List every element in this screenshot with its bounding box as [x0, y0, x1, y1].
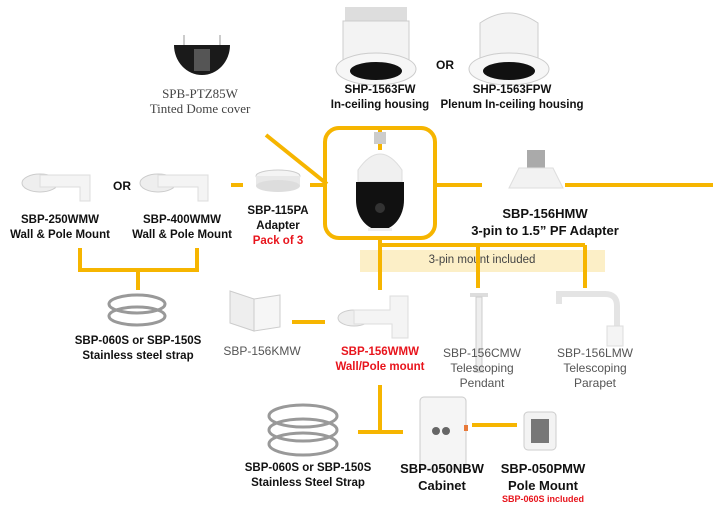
desc: In-ceiling housing — [330, 99, 430, 111]
connector-dome — [264, 133, 329, 186]
model: SBP-156HMW — [502, 206, 588, 221]
plenum-housing-image — [468, 12, 550, 86]
in-ceiling-housing-image — [335, 7, 417, 86]
desc2: Pendant — [459, 376, 505, 390]
label-pole-mount: SBP-050PMW Pole Mount SBP-060S included — [501, 460, 586, 505]
desc: Tinted Dome cover — [149, 101, 251, 116]
label-pf-adapter: SBP-156HMW 3-pin to 1.5” PF Adapter — [471, 205, 619, 239]
label-parapet: SBP-156LMW Telescoping Parapet — [557, 346, 633, 391]
model: SBP-156CMW — [442, 346, 522, 360]
corner-mount-image — [229, 290, 281, 332]
label-corner: SBP-156KMW — [223, 344, 300, 359]
parapet-image — [556, 291, 624, 347]
note: SBP-060S included — [501, 494, 585, 504]
dome-cover-image — [174, 35, 230, 75]
label-strap-top: SBP-060S or SBP-150S Stainless steel str… — [75, 334, 202, 364]
desc: Plenum In-ceiling housing — [440, 99, 584, 111]
wall-mount-250-image — [21, 173, 91, 202]
label-wall-156: SBP-156WMW Wall/Pole mount — [335, 345, 424, 375]
desc: Wall & Pole Mount — [10, 229, 110, 241]
model: SBP-156LMW — [556, 346, 634, 360]
ptz-camera-image — [356, 132, 404, 231]
model: SBP-050NBW — [400, 461, 484, 476]
wall-mount-156-image — [337, 295, 409, 339]
desc: Adapter — [256, 220, 300, 232]
label-adapter: SBP-115PA Adapter Pack of 3 — [247, 204, 308, 249]
model: SBP-156KMW — [223, 344, 301, 358]
model: SBP-156WMW — [341, 346, 419, 358]
model: SBP-050PMW — [500, 461, 586, 476]
three-pin-band — [360, 250, 605, 272]
model: SPB-PTZ85W — [162, 86, 238, 101]
label-dome-cover: SPB-PTZ85W Tinted Dome cover — [150, 86, 251, 116]
pf-adapter-image — [508, 150, 564, 189]
label-strap-bottom: SBP-060S or SBP-150S Stainless Steel Str… — [245, 461, 372, 491]
adapter-image — [255, 169, 301, 192]
wall-mount-400-image — [139, 173, 209, 202]
pendant-image — [470, 293, 488, 373]
desc1: Telescoping — [563, 361, 627, 375]
desc: Cabinet — [418, 478, 466, 493]
or-label-housing: OR — [436, 58, 454, 72]
or-label-wall: OR — [113, 179, 131, 193]
label-wall-250: SBP-250WMW Wall & Pole Mount — [10, 213, 110, 243]
connector-left-bracket — [78, 248, 199, 272]
desc: Stainless steel strap — [82, 350, 194, 362]
model: SHP-1563FPW — [472, 84, 552, 96]
desc1: Telescoping — [450, 361, 514, 375]
label-plenum: SHP-1563FPW Plenum In-ceiling housing — [440, 83, 583, 113]
model: SBP-115PA — [247, 205, 309, 217]
model: SHP-1563FW — [344, 84, 416, 96]
label-pendant: SBP-156CMW Telescoping Pendant — [443, 346, 521, 391]
model: SBP-060S or SBP-150S — [74, 335, 202, 347]
strap-bottom-image — [267, 403, 339, 457]
desc: Stainless Steel Strap — [251, 477, 365, 489]
label-in-ceiling: SHP-1563FW In-ceiling housing — [331, 83, 429, 113]
model: SBP-250WMW — [21, 214, 99, 226]
desc: Wall & Pole Mount — [132, 229, 232, 241]
desc2: Parapet — [573, 376, 617, 390]
label-wall-400: SBP-400WMW Wall & Pole Mount — [132, 213, 232, 243]
model: SBP-400WMW — [143, 214, 221, 226]
desc: 3-pin to 1.5” PF Adapter — [471, 223, 619, 238]
note: Pack of 3 — [252, 235, 304, 247]
strap-top-image — [107, 293, 167, 327]
cabinet-image — [419, 396, 468, 470]
three-pin-band-label: 3-pin mount included — [428, 254, 536, 266]
desc: Wall/Pole mount — [335, 361, 425, 373]
model: SBP-060S or SBP-150S — [244, 462, 372, 474]
pole-mount-image — [523, 411, 557, 451]
label-cabinet: SBP-050NBW Cabinet — [400, 460, 484, 494]
desc: Pole Mount — [507, 478, 579, 493]
